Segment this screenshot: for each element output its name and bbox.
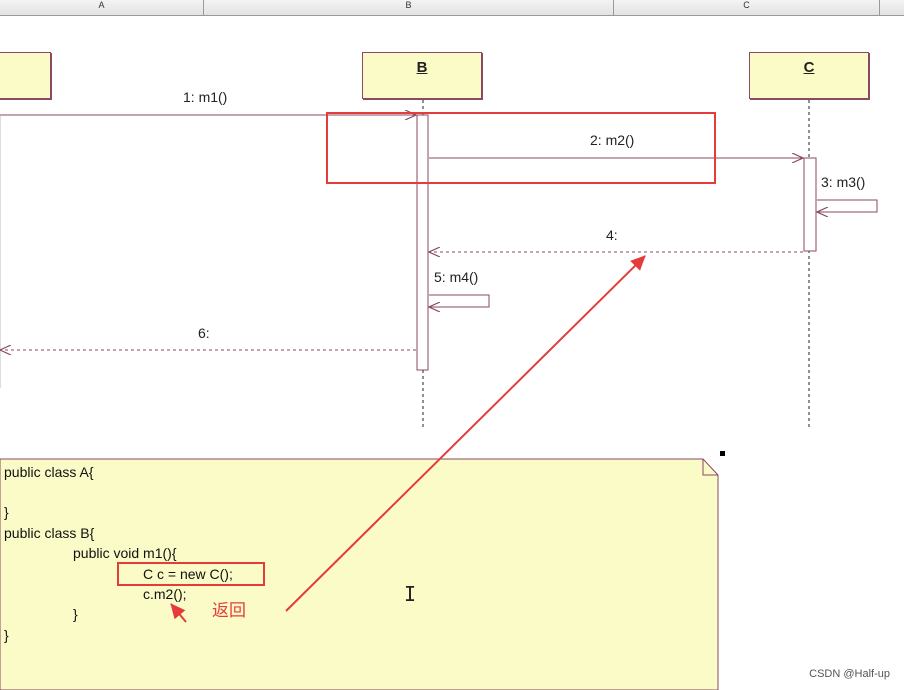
- message-3-arrow[interactable]: [817, 199, 878, 212]
- text-cursor-icon: I: [404, 582, 417, 606]
- highlight-box-m2: [326, 112, 716, 184]
- message-2-label: 2: m2(): [590, 132, 635, 148]
- code-line: public class A{: [4, 464, 94, 480]
- annotation-short-arrow: [170, 603, 187, 623]
- code-note: public class A{ } public class B{ public…: [0, 459, 718, 690]
- message-3-label: 3: m3(): [821, 174, 866, 190]
- annotation-long-arrow: [285, 255, 646, 612]
- column-ruler: A B C: [0, 0, 904, 16]
- code-line: C c = new C();: [143, 566, 233, 582]
- annotation-return-text: 返回: [212, 601, 246, 620]
- selection-handle[interactable]: [720, 451, 725, 456]
- code-line: }: [4, 627, 9, 643]
- activation-c[interactable]: [803, 157, 817, 252]
- message-4-label: 4:: [606, 227, 618, 243]
- ruler-column-a[interactable]: A: [0, 0, 204, 15]
- message-5-label: 5: m4(): [434, 269, 479, 285]
- ruler-column-c[interactable]: C: [614, 0, 880, 15]
- highlight-box-new-c: [117, 562, 265, 586]
- code-line: public class B{: [4, 525, 95, 541]
- lifeline-c-box[interactable]: C: [749, 52, 869, 99]
- code-line: }: [73, 606, 78, 622]
- message-5-arrow[interactable]: [429, 294, 490, 307]
- lifeline-b-box[interactable]: B: [362, 52, 482, 99]
- message-6-label: 6:: [198, 325, 210, 341]
- ruler-column-b[interactable]: B: [204, 0, 614, 15]
- message-1-label: 1: m1(): [183, 89, 228, 105]
- code-line: c.m2();: [143, 586, 187, 602]
- code-line: }: [4, 504, 9, 520]
- code-line: public void m1(){: [73, 545, 177, 561]
- watermark: CSDN @Half-up: [809, 668, 890, 680]
- lifeline-a-box[interactable]: [0, 52, 51, 99]
- code-note-fold: [702, 459, 718, 476]
- code-note-shape[interactable]: [0, 458, 719, 690]
- activation-b[interactable]: [416, 114, 429, 371]
